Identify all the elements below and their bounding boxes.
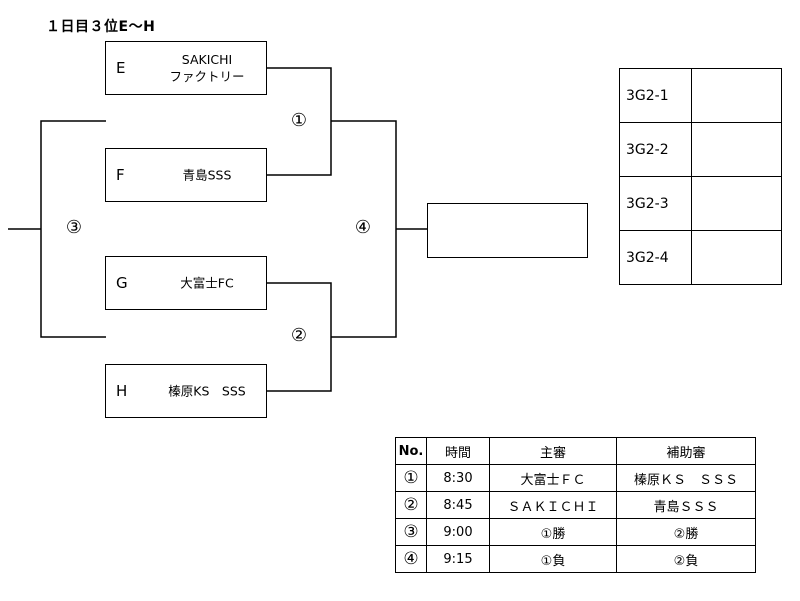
cell-time: 9:00 <box>426 518 490 546</box>
cell-no: ④ <box>395 545 427 573</box>
header-referee: 主審 <box>489 437 617 465</box>
cell-referee: ①勝 <box>489 518 617 546</box>
header-time: 時間 <box>426 437 490 465</box>
final-result-box <box>427 203 588 258</box>
schedule-header-row: No. 時間 主審 補助審 <box>395 437 756 465</box>
cell-time: 8:30 <box>426 464 490 492</box>
cell-no: ③ <box>395 518 427 546</box>
slot-label: 3G2-4 <box>619 230 692 285</box>
cell-assistant: ②負 <box>616 545 756 573</box>
slot-label: 3G2-3 <box>619 176 692 231</box>
match-label-2: ② <box>290 325 308 346</box>
team-letter: E <box>116 59 126 77</box>
slot-row: 3G2-1 <box>619 68 782 123</box>
team-letter: F <box>116 166 125 184</box>
team-name-line1: SAKICHI <box>181 52 233 67</box>
cell-no: ② <box>395 491 427 519</box>
slot-value <box>691 122 782 177</box>
team-box-f: F 青島SSS <box>105 148 267 202</box>
cell-assistant: 榛原ＫＳ ＳＳＳ <box>616 464 756 492</box>
cell-referee: 大富士ＦＣ <box>489 464 617 492</box>
slot-row: 3G2-3 <box>619 176 782 231</box>
slot-value <box>691 68 782 123</box>
team-box-h: H 榛原KS SSS <box>105 364 267 418</box>
page-title: １日目３位E～H <box>46 19 156 35</box>
slot-value <box>691 176 782 231</box>
table-row: ④ 9:15 ①負 ②負 <box>395 545 756 573</box>
cell-no: ① <box>395 464 427 492</box>
cell-referee: ①負 <box>489 545 617 573</box>
slot-label: 3G2-1 <box>619 68 692 123</box>
team-name: 大富士FC <box>152 275 262 292</box>
cell-assistant: ②勝 <box>616 518 756 546</box>
header-assistant: 補助審 <box>616 437 756 465</box>
team-box-e: E SAKICHI ファクトリー <box>105 41 267 95</box>
cell-assistant: 青島ＳＳＳ <box>616 491 756 519</box>
team-name: 青島SSS <box>152 167 262 184</box>
match-label-4: ④ <box>354 217 372 238</box>
slot-value <box>691 230 782 285</box>
team-letter: H <box>116 382 128 400</box>
team-name-line1: 青島SSS <box>182 167 232 183</box>
slot-label: 3G2-2 <box>619 122 692 177</box>
team-name: 榛原KS SSS <box>152 383 262 400</box>
schedule-table: No. 時間 主審 補助審 ① 8:30 大富士ＦＣ 榛原ＫＳ ＳＳＳ ② 8:… <box>395 437 756 573</box>
cell-referee: ＳＡＫＩＣＨＩ <box>489 491 617 519</box>
match-label-1: ① <box>290 110 308 131</box>
table-row: ② 8:45 ＳＡＫＩＣＨＩ 青島ＳＳＳ <box>395 491 756 519</box>
cell-time: 9:15 <box>426 545 490 573</box>
team-name-line1: 大富士FC <box>180 275 234 291</box>
team-name: SAKICHI ファクトリー <box>152 51 262 85</box>
team-name-line2: ファクトリー <box>169 69 245 84</box>
cell-time: 8:45 <box>426 491 490 519</box>
slot-row: 3G2-2 <box>619 122 782 177</box>
team-letter: G <box>116 274 128 292</box>
team-name-line1: 榛原KS SSS <box>168 383 246 399</box>
table-row: ③ 9:00 ①勝 ②勝 <box>395 518 756 546</box>
slot-row: 3G2-4 <box>619 230 782 285</box>
match-label-3: ③ <box>65 217 83 238</box>
table-row: ① 8:30 大富士ＦＣ 榛原ＫＳ ＳＳＳ <box>395 464 756 492</box>
team-box-g: G 大富士FC <box>105 256 267 310</box>
header-no: No. <box>395 437 427 465</box>
placement-slots-table: 3G2-1 3G2-2 3G2-3 3G2-4 <box>619 68 782 285</box>
